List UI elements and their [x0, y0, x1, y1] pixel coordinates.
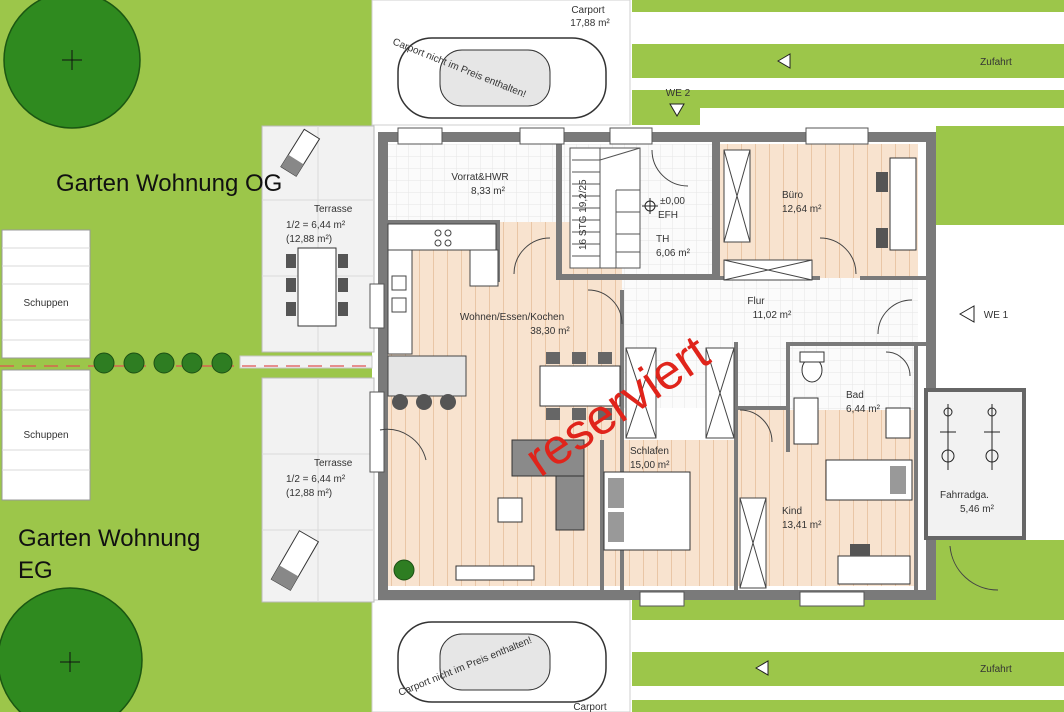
shed-bottom-label: Schuppen: [23, 430, 68, 441]
shed-roof-lines: [2, 247, 90, 471]
garden-eg-label-line2: EG: [18, 557, 53, 584]
room-flur-area: 11,02 m²: [753, 310, 792, 321]
room-flur-name: Flur: [747, 296, 765, 307]
room-th-name: TH: [656, 234, 669, 245]
room-schlafen-name: Schlafen: [630, 446, 669, 457]
we1-label: WE 1: [984, 310, 1009, 321]
room-vorrat-area: 8,33 m²: [471, 186, 506, 197]
dining-table-icon: [539, 352, 621, 420]
terrace-top-name: Terrasse: [314, 204, 353, 215]
staircase-icon: [569, 147, 641, 269]
floor-vorrat: [388, 144, 556, 222]
terrace-dining-set-icon: [286, 247, 348, 327]
floor-buero: [720, 144, 918, 278]
tv-board-icon: [455, 565, 535, 581]
kitchen-counter-icon: [387, 223, 499, 355]
kid-bed-icon: [825, 459, 913, 501]
wardrobe-icon: [625, 149, 813, 589]
room-fahrrad-area: 5,46 m²: [960, 504, 995, 515]
room-bad-name: Bad: [846, 390, 864, 401]
sofa-icon: [511, 439, 585, 531]
floor-flur: [622, 278, 918, 342]
terrace-top-half: 1/2 = 6,44 m²: [286, 220, 346, 231]
room-buero-area: 12,64 m²: [782, 204, 822, 215]
coffee-table-icon: [497, 497, 523, 523]
room-schlafen-area: 15,00 m²: [630, 460, 670, 471]
carport-top-area: 17,88 m²: [570, 18, 610, 29]
we1-entrance-arrow-icon: [958, 305, 975, 323]
driveway-bottom-stripe: [632, 652, 1064, 686]
bicycle-icon: [940, 404, 1000, 470]
entrance-path: [936, 285, 1064, 345]
kid-desk-icon: [837, 544, 911, 585]
sun-lounger-bottom-icon: [270, 530, 320, 591]
we2-entrance-arrow-icon: [669, 103, 685, 117]
zufahrt-bottom-arrow-icon: [755, 660, 769, 676]
room-kind-name: Kind: [782, 506, 802, 517]
door-swings: [379, 149, 999, 591]
tree-top-left: [3, 0, 141, 129]
shed-top: [1, 229, 91, 359]
garden-eg-label-line1: Garten Wohnung: [18, 525, 200, 552]
driveway-top-stripe: [632, 44, 1064, 78]
room-th-area: 6,06 m²: [656, 248, 691, 259]
walkway-top: [700, 108, 1064, 126]
carport-top-name: Carport: [571, 5, 605, 16]
tree-bottom-left: [0, 587, 143, 712]
room-buero-name: Büro: [782, 190, 804, 201]
lawn-right-low: [936, 540, 1064, 600]
plant-icon: [393, 559, 415, 581]
car-bottom-icon: [397, 621, 607, 703]
we2-label: WE 2: [666, 88, 691, 99]
car-top-icon: [397, 37, 607, 119]
bike-garage: [924, 388, 1026, 540]
windows: [369, 127, 869, 607]
kitchen-island-icon: [387, 355, 467, 410]
garden-og-label: Garten Wohnung OG: [56, 170, 282, 197]
sun-lounger-top-icon: [280, 128, 321, 177]
room-vorrat-name: Vorrat&HWR: [451, 172, 508, 183]
shed-bottom: [1, 369, 91, 501]
zufahrt-top-label: Zufahrt: [980, 57, 1012, 68]
bathroom-fixtures-icon: [793, 351, 911, 445]
office-desk-icon: [876, 157, 917, 251]
shed-top-label: Schuppen: [23, 298, 68, 309]
carport-bottom-name: Carport: [573, 702, 607, 712]
terrace-top-total: (12,88 m²): [286, 234, 332, 245]
terrace-bottom-half: 1/2 = 6,44 m²: [286, 474, 346, 485]
room-wohnen-area: 38,30 m²: [530, 326, 570, 337]
hedge-shrubs: [93, 352, 233, 374]
terrace-bottom-total: (12,88 m²): [286, 488, 332, 499]
room-wohnen-name: Wohnen/Essen/Kochen: [460, 312, 564, 323]
room-fahrrad-name: Fahrradga.: [940, 490, 989, 501]
room-bad-area: 6,44 m²: [846, 404, 881, 415]
stairs-label: 16 STG 19,2/25: [578, 179, 589, 250]
garden-path: [239, 355, 373, 369]
terrace-bottom-name: Terrasse: [314, 458, 353, 469]
lawn-right-mid: [936, 125, 1064, 225]
level-label: ±0,00: [660, 196, 685, 207]
efh-label: EFH: [658, 210, 678, 221]
double-bed-icon: [603, 471, 691, 551]
zufahrt-bottom-label: Zufahrt: [980, 664, 1012, 675]
zufahrt-top-arrow-icon: [777, 53, 791, 69]
level-marker-icon: [642, 198, 658, 214]
room-kind-area: 13,41 m²: [782, 520, 822, 531]
